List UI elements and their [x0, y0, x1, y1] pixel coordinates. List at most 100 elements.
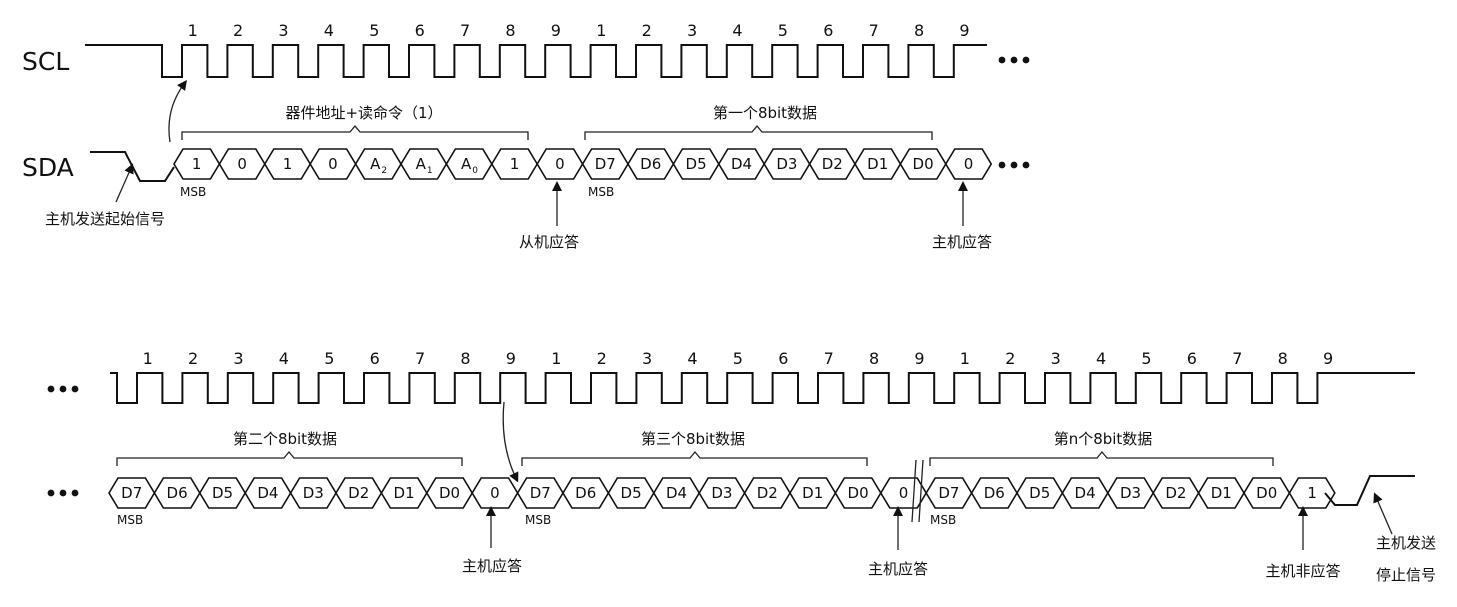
scl-bit-number: 1: [188, 21, 198, 40]
sda-bit-cell-label: D3: [711, 484, 732, 502]
sda-bit-cell: D6: [970, 477, 1018, 509]
ellipsis-dot: [998, 161, 1006, 169]
sda-bit-cell: D4: [717, 148, 766, 180]
sda-bit-cell-label: D4: [666, 484, 687, 502]
scl-bit-number: 4: [324, 21, 334, 40]
sda-ellipsis-row2: [47, 489, 79, 497]
sda-bit-cell-label: D4: [731, 155, 752, 173]
ellipsis-dot: [59, 385, 67, 393]
msb-label-data-n: MSB: [930, 513, 956, 527]
sda-bit-cell-subscript: 1: [427, 166, 433, 176]
scl-bit-number: 3: [233, 349, 243, 368]
sda-label: SDA: [22, 153, 74, 182]
ellipsis-dot: [1010, 161, 1018, 169]
scl-bit-number: 3: [278, 21, 288, 40]
sda-bit-cell: D6: [562, 477, 610, 509]
sda-bit-cell-label: D1: [867, 155, 888, 173]
scl-bit-number: 1: [143, 349, 153, 368]
scl-bit-number: 3: [1051, 349, 1061, 368]
msb-label-data-1: MSB: [588, 185, 614, 199]
sda-bit-cell-label: D1: [394, 484, 415, 502]
scl-bit-number: 8: [460, 349, 470, 368]
sda-bit-cell-label: D2: [757, 484, 778, 502]
sda-bit-cell: D6: [627, 148, 675, 180]
sda-bit-cell: D7: [516, 477, 564, 509]
sda-bit-cell: D4: [652, 477, 701, 509]
sda-bit-cell-label: 1: [192, 155, 202, 173]
sda-bit-cell: 0: [536, 148, 584, 180]
scl-bit-number: 6: [1187, 349, 1197, 368]
note-stop-line2: 停止信号: [1376, 566, 1436, 584]
sda-bit-cell-label: D3: [1120, 484, 1141, 502]
ellipsis-dot: [47, 489, 55, 497]
scl-bit-number: 2: [597, 349, 607, 368]
brace-data-n-label: 第n个8bit数据: [1054, 430, 1153, 448]
sda-bit-cell: D1: [854, 148, 902, 180]
scl-bit-number: 8: [869, 349, 879, 368]
scl-bit-number: 7: [869, 21, 879, 40]
sda-bit-cell: D4: [244, 477, 292, 509]
sda-bit-cell: D0: [899, 148, 947, 180]
arrow-stop-signal: [1373, 492, 1393, 535]
sda-bit-cell: D5: [607, 477, 655, 509]
scl-bit-number: 9: [914, 349, 924, 368]
ellipsis-dot: [998, 56, 1006, 64]
sda-bit-cell: D3: [289, 477, 337, 509]
scl-bit-number: 4: [732, 21, 742, 40]
sda-bit-cell: D4: [1061, 477, 1109, 509]
scl-bit-number: 8: [914, 21, 924, 40]
sda-bit-cell: D2: [743, 477, 791, 509]
brace-data-1: [584, 124, 933, 140]
sda-bit-cell: D6: [153, 477, 201, 509]
note-master-ack-row1: 主机应答: [932, 233, 992, 251]
sda-bit-cell-label: A: [416, 155, 427, 173]
sda-bit-cell-label: D7: [938, 484, 959, 502]
sda-stop-waveform: [1324, 475, 1415, 506]
scl-bit-number: 7: [824, 349, 834, 368]
sda-bit-cell: 0: [309, 148, 357, 180]
ellipsis-dot: [71, 385, 79, 393]
sda-bit-cell-label: 0: [899, 484, 909, 502]
scl-bit-number: 1: [596, 21, 606, 40]
sda-bit-cell-label: D7: [595, 155, 616, 173]
ellipsis-dot: [71, 489, 79, 497]
sda-bit-cell: D0: [834, 477, 882, 509]
scl-waveform-row2: [110, 372, 1415, 404]
sda-bit-cell-label: 1: [283, 155, 293, 173]
sda-bit-cell: 0: [944, 148, 993, 180]
sda-bit-cell-label: 0: [237, 155, 247, 173]
ellipsis-dot: [1022, 56, 1030, 64]
scl-bit-number: 1: [960, 349, 970, 368]
ellipsis-dot: [1010, 56, 1018, 64]
scl-bit-number: 6: [415, 21, 425, 40]
scl-bit-number: 7: [415, 349, 425, 368]
note-slave-ack: 从机应答: [519, 233, 579, 251]
scl-waveform-row1: [85, 44, 987, 78]
scl-bit-number: 2: [233, 21, 243, 40]
sda-bit-cell: 1: [263, 148, 312, 180]
brace-data-n: [929, 450, 1274, 466]
sda-bit-cell: D2: [808, 148, 856, 180]
scl-bit-number: 2: [642, 21, 652, 40]
sda-bit-cell-label: 0: [328, 155, 338, 173]
sda-bit-cell-label: D4: [257, 484, 278, 502]
ellipsis-dot: [59, 489, 67, 497]
sda-bit-cell-subscript: 0: [472, 166, 478, 176]
scl-bit-number: 5: [1141, 349, 1151, 368]
sda-bit-cell-shape: [944, 148, 993, 180]
sda-bit-cell-label: D2: [348, 484, 369, 502]
sda-bit-cell-label: D5: [212, 484, 233, 502]
scl-bit-number: 5: [733, 349, 743, 368]
note-master-ack-2: 主机应答: [462, 557, 522, 575]
scl-bit-number: 2: [188, 349, 198, 368]
sda-bit-cell: D5: [198, 477, 247, 509]
brace-data-3: [521, 450, 868, 466]
scl-bit-number: 8: [505, 21, 515, 40]
gap-break-marks: [911, 459, 924, 523]
sda-bit-cell-label: D6: [167, 484, 188, 502]
brace-address: [181, 124, 529, 140]
scl-bit-number: 6: [370, 349, 380, 368]
scl-label: SCL: [22, 47, 69, 76]
